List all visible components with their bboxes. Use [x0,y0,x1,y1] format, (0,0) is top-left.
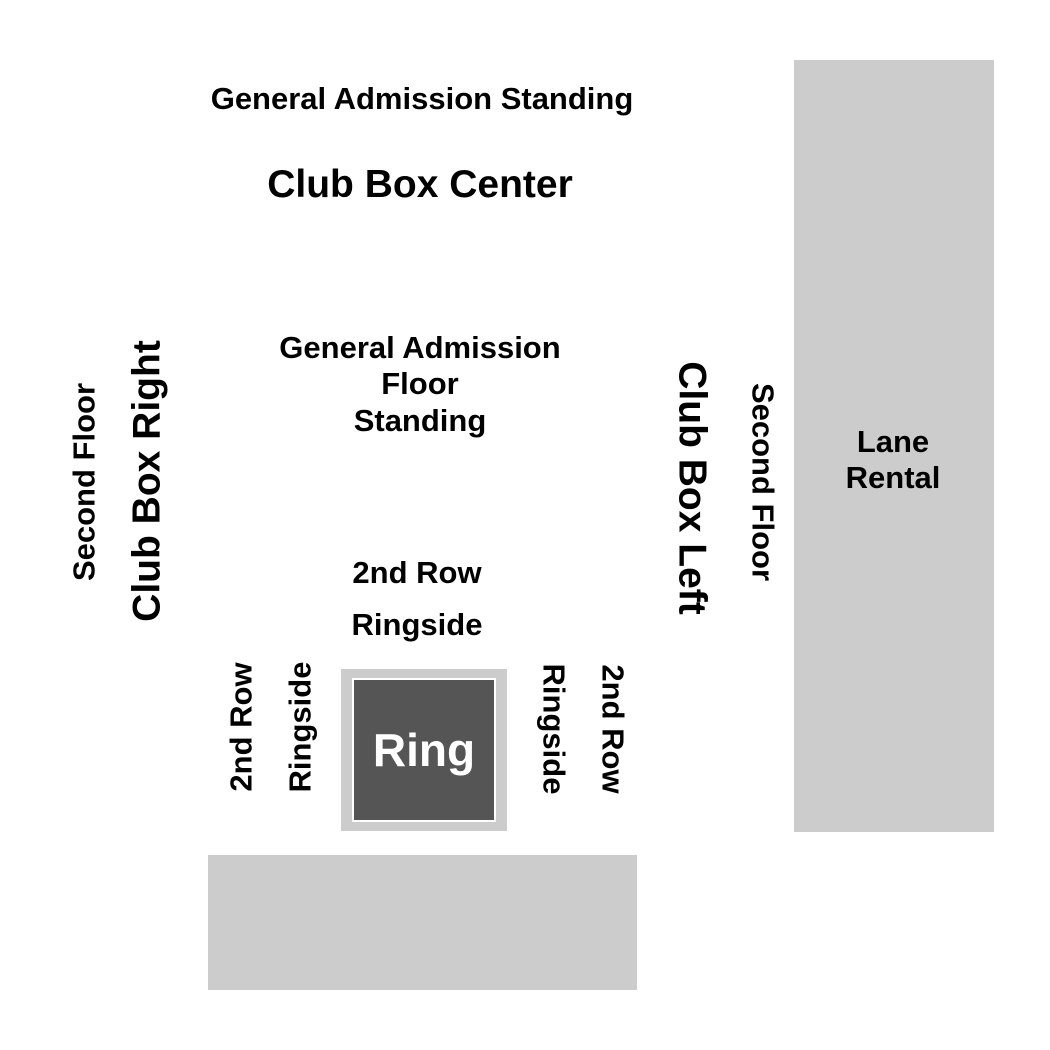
club-box-left-label[interactable]: Club Box Left [670,361,714,615]
left-second-row-label[interactable]: 2nd Row [223,662,259,792]
lane-rental-label-line2: Rental [845,459,941,495]
top-ringside-label[interactable]: Ringside [351,607,483,642]
ga-floor-line3: Standing [353,402,487,438]
second-floor-left-label[interactable]: Second Floor [66,382,102,582]
left-ringside-label[interactable]: Ringside [282,661,318,793]
lane-rental-label: Lane Rental [846,424,941,495]
general-admission-floor-standing-label[interactable]: General Admission Floor Standing [279,330,560,439]
lane-rental-section[interactable] [794,60,994,832]
lane-rental-label-line1: Lane [856,424,930,459]
right-second-row-label[interactable]: 2nd Row [595,664,631,794]
ring-label: Ring [372,724,476,776]
top-second-row-label[interactable]: 2nd Row [352,555,482,590]
second-floor-right-label[interactable]: Second Floor [745,382,781,582]
bottom-section[interactable] [208,855,637,990]
club-box-center-label[interactable]: Club Box Center [267,163,573,206]
ga-floor-line2: Floor [381,366,459,402]
general-admission-standing-label[interactable]: General Admission Standing [210,81,634,116]
club-box-right-label[interactable]: Club Box Right [125,340,169,622]
right-ringside-label[interactable]: Ringside [536,663,572,795]
ring[interactable] [354,680,494,820]
ga-floor-line1: General Admission [279,330,561,365]
